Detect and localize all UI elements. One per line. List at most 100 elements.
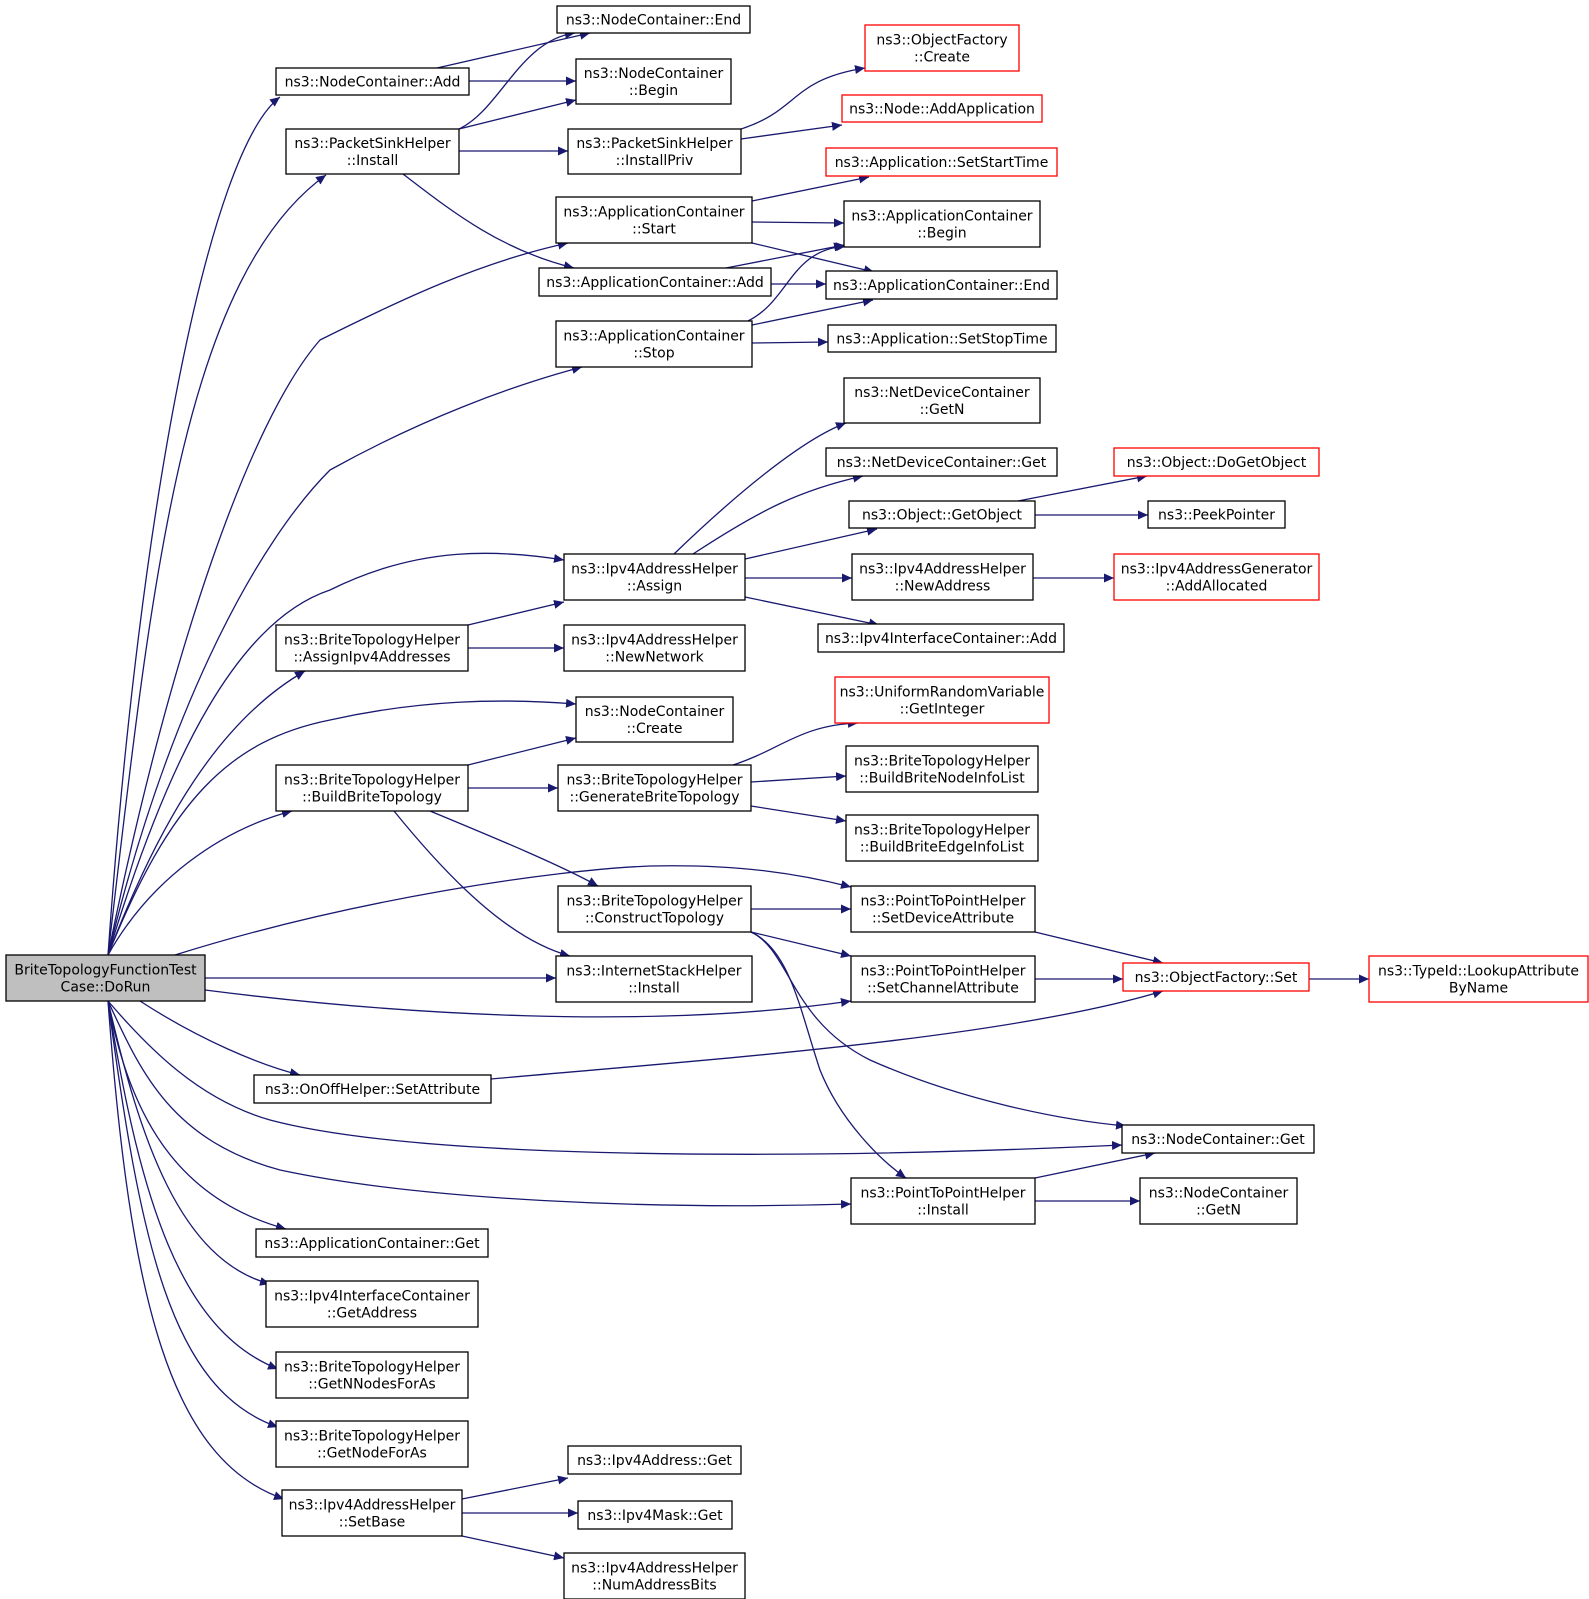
node-label: ns3::NodeContainer::End	[566, 13, 741, 29]
node-label: ns3::PointToPointHelper	[860, 964, 1025, 980]
node-ipv4ah_setbase[interactable]: ns3::Ipv4AddressHelper::SetBase	[281, 1489, 463, 1537]
node-p2p_install[interactable]: ns3::PointToPointHelper::Install	[850, 1177, 1036, 1225]
node-onoff_setattr[interactable]: ns3::OnOffHelper::SetAttribute	[253, 1074, 492, 1104]
node-obj_dogetobject[interactable]: ns3::Object::DoGetObject	[1113, 447, 1320, 477]
node-label: ns3::Ipv4AddressHelper	[571, 633, 738, 649]
node-box	[1121, 1124, 1315, 1154]
node-box	[1113, 553, 1320, 601]
node-nc_getn[interactable]: ns3::NodeContainer::GetN	[1139, 1177, 1298, 1225]
node-ac_start[interactable]: ns3::ApplicationContainer::Start	[555, 196, 753, 244]
node-label: ns3::BriteTopologyHelper	[567, 894, 743, 910]
node-nc_create[interactable]: ns3::NodeContainer::Create	[575, 696, 734, 743]
edge-root-to-p2p_setdevattr	[174, 865, 852, 956]
node-ipv4ic_getaddress[interactable]: ns3::Ipv4InterfaceContainer::GetAddress	[265, 1280, 479, 1328]
node-ac_get[interactable]: ns3::ApplicationContainer::Get	[255, 1228, 489, 1258]
node-psh_installpriv[interactable]: ns3::PacketSinkHelper::InstallPriv	[567, 128, 742, 175]
node-label: ns3::OnOffHelper::SetAttribute	[265, 1082, 480, 1098]
node-p2p_setchanattr[interactable]: ns3::PointToPointHelper::SetChannelAttri…	[850, 955, 1036, 1003]
node-label: ns3::ApplicationContainer::End	[833, 278, 1050, 294]
node-ipv4ic_add[interactable]: ns3::Ipv4InterfaceContainer::Add	[817, 623, 1065, 653]
node-label: ns3::ApplicationContainer::Get	[264, 1236, 480, 1252]
node-ipv4ag_addallocated[interactable]: ns3::Ipv4AddressGenerator::AddAllocated	[1113, 553, 1320, 601]
node-box	[1147, 500, 1286, 529]
node-bth_getnnodes[interactable]: ns3::BriteTopologyHelper::GetNNodesForAs	[275, 1351, 469, 1399]
node-label: ::NewNetwork	[605, 650, 704, 666]
node-nc_get[interactable]: ns3::NodeContainer::Get	[1121, 1124, 1315, 1154]
node-ac_begin[interactable]: ns3::ApplicationContainer::Begin	[843, 200, 1041, 248]
node-app_setstop[interactable]: ns3::Application::SetStopTime	[827, 324, 1057, 353]
node-box	[556, 5, 751, 34]
node-box	[275, 1420, 469, 1468]
node-ndc_get[interactable]: ns3::NetDeviceContainer::Get	[825, 447, 1058, 477]
node-box	[825, 270, 1058, 300]
edge-p2p_setdevattr-to-of_set	[1034, 931, 1164, 966]
edge-nc_add-to-nc_end	[436, 30, 591, 69]
node-bth_getnode[interactable]: ns3::BriteTopologyHelper::GetNodeForAs	[275, 1420, 469, 1468]
node-box	[563, 1552, 746, 1599]
node-nc_end[interactable]: ns3::NodeContainer::End	[556, 5, 751, 34]
node-bth_nodeinfo[interactable]: ns3::BriteTopologyHelper::BuildBriteNode…	[845, 745, 1039, 793]
node-bth_assignipv4[interactable]: ns3::BriteTopologyHelper::AssignIpv4Addr…	[275, 624, 469, 672]
node-ipv4ah_newaddress[interactable]: ns3::Ipv4AddressHelper::NewAddress	[851, 553, 1034, 601]
node-label: ns3::BriteTopologyHelper	[284, 1429, 460, 1445]
node-bth_generate[interactable]: ns3::BriteTopologyHelper::GenerateBriteT…	[557, 764, 752, 812]
node-box	[557, 764, 752, 812]
node-label: ::Begin	[629, 83, 678, 99]
node-box	[850, 1177, 1036, 1225]
node-label: ns3::BriteTopologyHelper	[284, 633, 460, 649]
node-box	[275, 67, 470, 96]
node-node_addapp[interactable]: ns3::Node::AddApplication	[841, 94, 1043, 123]
node-box	[850, 955, 1036, 1003]
node-ac_end[interactable]: ns3::ApplicationContainer::End	[825, 270, 1058, 300]
node-label: ::SetDeviceAttribute	[872, 911, 1014, 927]
node-ish_install[interactable]: ns3::InternetStackHelper::Install	[555, 955, 753, 1003]
edge-ac_stop-to-ac_end	[751, 297, 874, 326]
node-box	[555, 955, 753, 1003]
node-label: ns3::Application::SetStartTime	[835, 155, 1049, 171]
node-p2p_setdevattr[interactable]: ns3::PointToPointHelper::SetDeviceAttrib…	[850, 885, 1036, 933]
node-label: ns3::BriteTopologyHelper	[854, 754, 1030, 770]
node-box	[265, 1280, 479, 1328]
node-box	[864, 24, 1020, 72]
node-of_create[interactable]: ns3::ObjectFactory::Create	[864, 24, 1020, 72]
node-label: BriteTopologyFunctionTest	[14, 963, 197, 979]
edge-ac_add-to-ac_begin	[725, 242, 845, 269]
node-peekpointer[interactable]: ns3::PeekPointer	[1147, 500, 1286, 529]
node-of_set[interactable]: ns3::ObjectFactory::Set	[1122, 962, 1310, 992]
node-label: ::Install	[628, 981, 680, 997]
edge-root-to-onoff_setattr	[139, 1000, 301, 1077]
edge-bth_generate-to-bth_nodeinfo	[750, 772, 847, 783]
node-label: ns3::ObjectFactory::Set	[1135, 970, 1298, 986]
edge-ipv4ah_assign-to-ndc_getn	[673, 422, 847, 555]
node-ipv4ah_assign[interactable]: ns3::Ipv4AddressHelper::Assign	[563, 553, 746, 601]
node-psh_install[interactable]: ns3::PacketSinkHelper::Install	[285, 128, 460, 175]
node-label: ns3::ApplicationContainer	[563, 329, 744, 345]
edge-ac_stop-to-ac_begin	[747, 242, 847, 322]
node-bth_build[interactable]: ns3::BriteTopologyHelper::BuildBriteTopo…	[275, 764, 469, 812]
node-ndc_getn[interactable]: ns3::NetDeviceContainer::GetN	[843, 377, 1041, 424]
node-nc_add[interactable]: ns3::NodeContainer::Add	[275, 67, 470, 96]
node-ipv4mask_get[interactable]: ns3::Ipv4Mask::Get	[577, 1500, 733, 1530]
node-ac_stop[interactable]: ns3::ApplicationContainer::Stop	[555, 320, 753, 368]
node-ipv4ah_numbits[interactable]: ns3::Ipv4AddressHelper::NumAddressBits	[563, 1552, 746, 1599]
node-label: ns3::Node::AddApplication	[849, 102, 1035, 118]
node-nc_begin[interactable]: ns3::NodeContainer::Begin	[575, 58, 732, 105]
node-box	[275, 764, 469, 812]
node-ipv4ah_newnetwork[interactable]: ns3::Ipv4AddressHelper::NewNetwork	[563, 624, 746, 672]
node-label: ns3::UniformRandomVariable	[840, 685, 1045, 701]
node-label: ::Create	[627, 721, 683, 737]
node-obj_getobject[interactable]: ns3::Object::GetObject	[848, 500, 1036, 529]
node-bth_edgeinfo[interactable]: ns3::BriteTopologyHelper::BuildBriteEdge…	[845, 814, 1039, 862]
node-label: ns3::ObjectFactory	[876, 33, 1007, 49]
node-ac_add[interactable]: ns3::ApplicationContainer::Add	[538, 267, 772, 297]
node-label: ns3::BriteTopologyHelper	[567, 773, 743, 789]
node-app_setstart[interactable]: ns3::Application::SetStartTime	[825, 147, 1058, 177]
node-box	[1139, 1177, 1298, 1225]
node-bth_construct[interactable]: ns3::BriteTopologyHelper::ConstructTopol…	[557, 885, 752, 933]
node-box	[850, 885, 1036, 933]
node-ipv4addr_get[interactable]: ns3::Ipv4Address::Get	[567, 1445, 742, 1475]
node-urv_getinteger[interactable]: ns3::UniformRandomVariable::GetInteger	[834, 676, 1050, 724]
